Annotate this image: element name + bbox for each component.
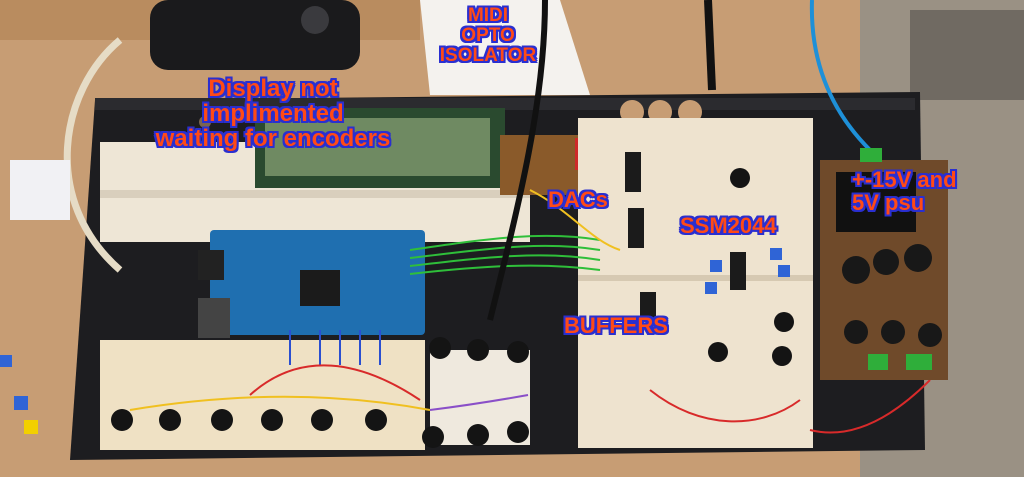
terminal-block-2: [906, 354, 932, 370]
mcu-chip: [300, 270, 340, 306]
component-bag: [10, 160, 70, 220]
ssm2044-label: SSM2044: [680, 213, 777, 238]
usb-port: [198, 298, 230, 338]
blue-wires: [289, 330, 381, 365]
panel-lip: [95, 98, 915, 110]
psu-capacitors: [842, 244, 942, 347]
psu-label: +-15V and 5V psu: [852, 168, 1002, 214]
purple-wires: [429, 394, 529, 411]
label-line: ISOLATOR: [439, 44, 537, 66]
label-line: OPTO: [461, 24, 515, 46]
yellow-wires: [129, 189, 621, 411]
dacs-label: DACs: [548, 187, 608, 212]
midi-controller-device: [150, 0, 360, 70]
breadboard-main: [578, 118, 813, 448]
label-line: 5V psu: [852, 190, 925, 216]
dac-chip-2: [628, 208, 644, 248]
breadboard-bottom-left: [100, 340, 425, 450]
label-line: +-15V and: [852, 167, 957, 192]
wall-shadow: [910, 10, 1024, 100]
transformer-block: [836, 172, 916, 232]
label-line: Display not: [208, 75, 338, 102]
audio-cable: [704, 0, 716, 91]
midi-cable: [487, 0, 548, 321]
device-dial: [301, 6, 329, 34]
blue-cable: [809, 0, 872, 152]
buffers-label: BUFFERS: [564, 313, 668, 338]
label-line: waiting for encoders: [155, 125, 391, 153]
buffer-chip: [640, 292, 656, 318]
potentiometer-knobs: [111, 168, 794, 448]
dac-chip-1: [625, 152, 641, 192]
usb-cable: [63, 37, 123, 273]
terminal-block-top: [860, 148, 882, 162]
midi-opto-isolator-label: MIDI OPTO ISOLATOR: [428, 6, 548, 66]
ssm2044-chip: [730, 252, 746, 290]
midi-opto-board: [500, 135, 580, 195]
red-wires: [249, 364, 931, 434]
label-line: implimented: [202, 100, 344, 128]
label-line: MIDI: [467, 5, 509, 26]
display-note-label: Display not implimented waiting for enco…: [130, 76, 416, 152]
lcd-screen: [265, 118, 490, 176]
power-jack: [198, 250, 224, 280]
terminal-block-1: [868, 354, 888, 370]
